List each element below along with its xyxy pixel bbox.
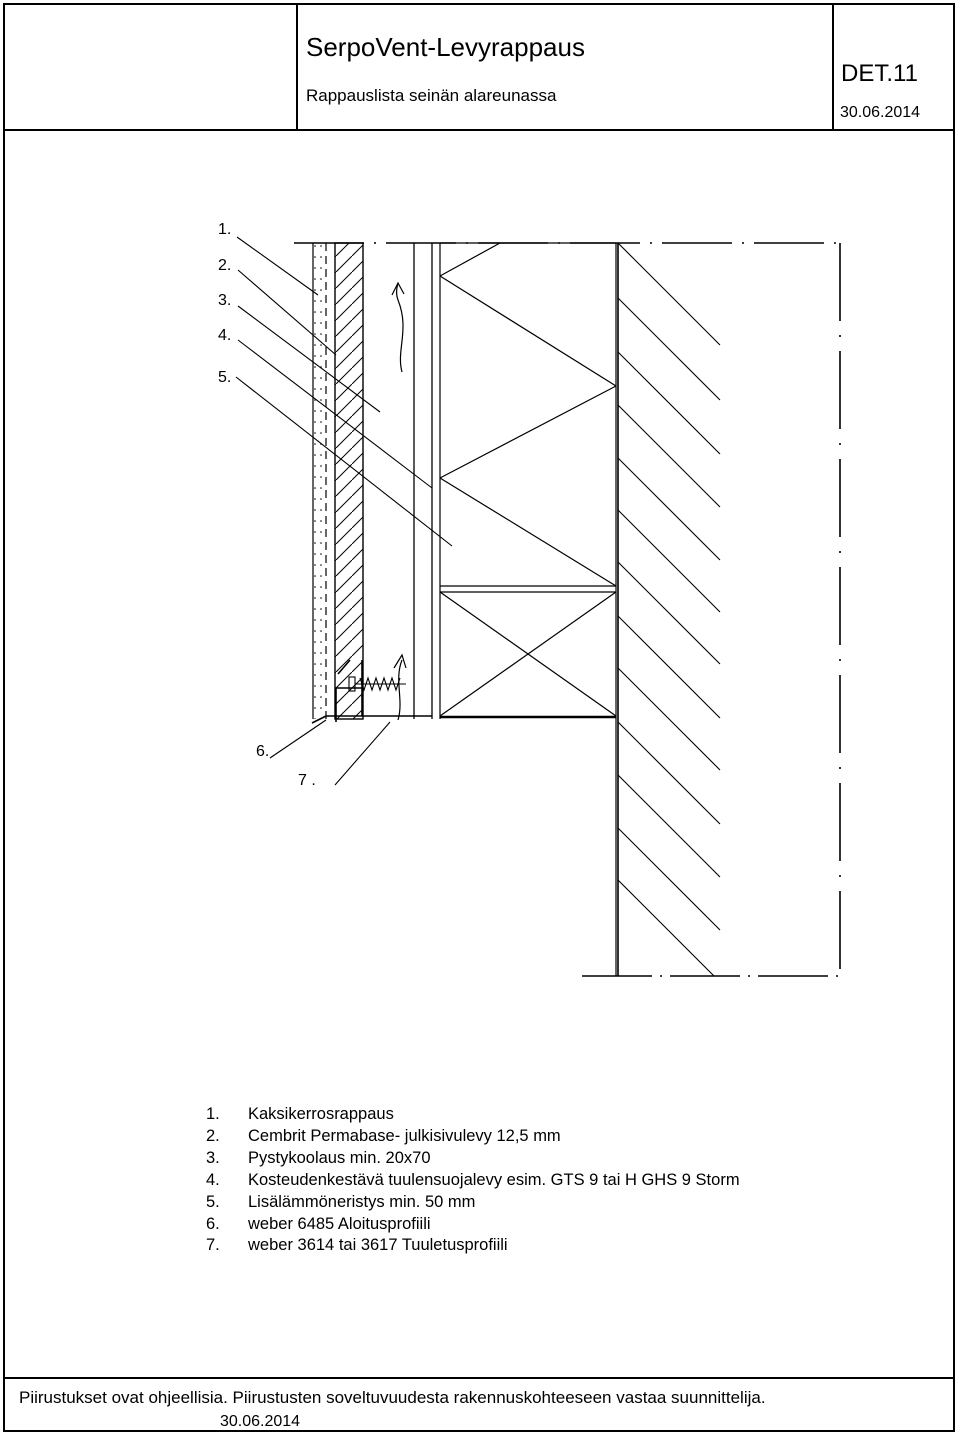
header-title-cell [297, 3, 834, 131]
header-date: 30.06.2014 [840, 104, 921, 121]
footer-date: 30.06.2014 [220, 1413, 301, 1430]
legend-list: 1. Kaksikerrosrappaus 2. Cembrit Permabase… [206, 1104, 740, 1257]
legend-item: 4. Kosteudenkestävä tuulensuojalevy esim.… [206, 1170, 740, 1192]
legend-number: 6. [206, 1214, 220, 1233]
callout-6: 6. [256, 743, 270, 760]
footer-disclaimer: Piirustukset ovat ohjeellisia. Piirustus… [19, 1388, 766, 1407]
legend-number: 2. [206, 1126, 220, 1145]
legend-text: Kaksikerrosrappaus [248, 1105, 394, 1123]
detail-code: DET.11 [841, 60, 918, 87]
legend-item: 6. weber 6485 Aloitusprofiili [206, 1214, 740, 1236]
drawing-frame [3, 3, 955, 1432]
legend-text: Cembrit Permabase- julkisivulevy 12,5 mm [248, 1126, 561, 1145]
masonry-wall [618, 243, 721, 976]
footer-divider [3, 1377, 955, 1379]
legend-text: Lisälämmöneristys min. 50 mm [248, 1192, 476, 1211]
screw [348, 676, 406, 692]
legend-text: weber 3614 tai 3617 Tuuletusprofiili [248, 1236, 508, 1255]
header-detail-cell [833, 3, 955, 131]
legend-number: 7. [206, 1236, 220, 1255]
airflow-arrows [391, 281, 407, 721]
legend-number: 4. [206, 1170, 220, 1189]
legend-text: Pystykoolaus min. 20x70 [248, 1148, 431, 1167]
page-subtitle: Rappauslista seinän alareunassa [306, 86, 557, 105]
callout-2: 2. [218, 257, 232, 274]
render-layer [313, 243, 326, 719]
header-logo-cell [3, 3, 298, 131]
legend-item: 7. weber 3614 tai 3617 Tuuletusprofiili [206, 1235, 740, 1257]
callout-4: 4. [218, 327, 232, 344]
legend-number: 1. [206, 1105, 220, 1123]
legend-item: 5. Lisälämmöneristys min. 50 mm [206, 1192, 740, 1214]
legend-number: 5. [206, 1192, 220, 1211]
page-title: SerpoVent-Levyrappaus [306, 32, 585, 62]
legend-text: weber 6485 Aloitusprofiili [248, 1214, 431, 1233]
leader-lines [235, 236, 453, 786]
starter-profile [311, 659, 432, 724]
callout-3: 3. [218, 292, 232, 309]
legend-item: 2. Cembrit Permabase- julkisivulevy 12,5 … [206, 1126, 740, 1148]
insulation-upper [439, 242, 617, 976]
callout-5: 5. [218, 369, 232, 386]
legend-text: Kosteudenkestävä tuulensuojalevy esim. G… [248, 1170, 740, 1189]
insulation-lower [439, 591, 617, 717]
callout-1: 1. [218, 221, 232, 238]
callout-7: 7 . [298, 772, 316, 789]
legend-item: 3. Pystykoolaus min. 20x70 [206, 1148, 740, 1170]
legend-number: 3. [206, 1148, 220, 1167]
legend-item: 1. Kaksikerrosrappaus [206, 1104, 740, 1126]
cement-board [334, 242, 364, 720]
